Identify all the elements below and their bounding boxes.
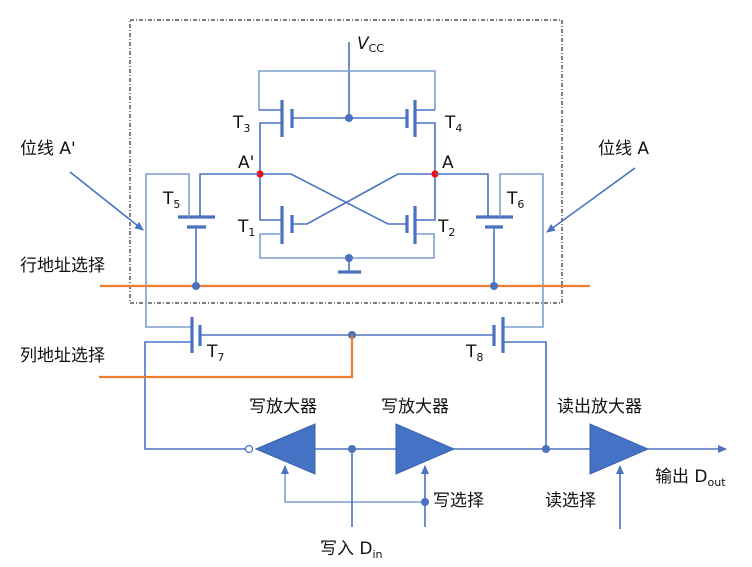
transistor-t2 — [405, 174, 436, 244]
t5-label: T5 — [162, 189, 180, 211]
dout-label: 输出 Dout — [655, 467, 726, 489]
t6-label: T6 — [506, 189, 524, 211]
cell-boundary — [129, 19, 563, 304]
junction-dot — [490, 282, 498, 290]
vcc-label: VCC — [357, 34, 384, 55]
junction-dot — [421, 498, 429, 506]
transistor-t8 — [492, 317, 547, 449]
read-amplifier — [589, 423, 650, 475]
vcc-rail — [258, 70, 436, 110]
write-amp-2-label: 写放大器 — [381, 397, 449, 417]
transistor-t5 — [145, 173, 260, 328]
row-select-label: 行地址选择 — [20, 256, 105, 276]
read-amp-label: 读出放大器 — [557, 397, 642, 417]
transistor-t4 — [405, 100, 436, 174]
junction-dot — [192, 282, 200, 290]
bitline-a-prime-arrow — [69, 171, 144, 231]
node-a-label: A — [442, 153, 454, 173]
write-select-label: 写选择 — [433, 491, 484, 511]
t2-label: T2 — [437, 217, 455, 239]
t1-label: T1 — [237, 217, 255, 239]
transistor-t6 — [435, 173, 544, 328]
din-label: 写入 Din — [320, 539, 383, 561]
t3-label: T3 — [232, 113, 250, 135]
write-amplifier-2 — [395, 423, 456, 475]
col-select-label: 列地址选择 — [20, 346, 105, 366]
junction-dot — [542, 445, 550, 453]
inverting-bubble — [244, 444, 254, 454]
bitline-a-prime-label: 位线 A' — [20, 139, 76, 159]
node-a-prime-label: A' — [238, 153, 254, 173]
t7-label: T7 — [206, 342, 224, 364]
transistor-t7 — [144, 317, 246, 450]
write-select-line — [281, 465, 425, 503]
transistor-t3 — [259, 100, 294, 174]
read-select-label: 读选择 — [545, 491, 596, 511]
bitline-a-arrow — [546, 167, 636, 233]
junction-dot — [345, 114, 353, 122]
bitline-a-label: 位线 A — [598, 139, 649, 159]
column-address-line — [99, 335, 354, 379]
write-amp-1-label: 写放大器 — [249, 397, 317, 417]
t8-label: T8 — [465, 342, 483, 364]
t4-label: T4 — [444, 113, 462, 135]
